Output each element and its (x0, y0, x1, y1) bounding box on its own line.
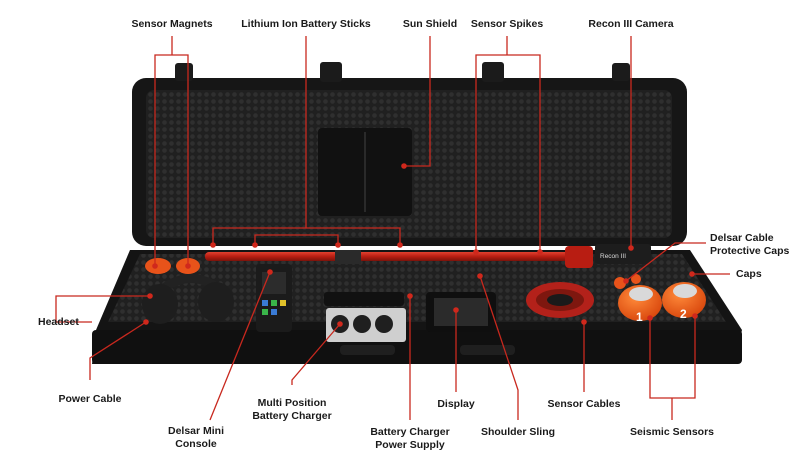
seismic-sensors-device: 1 2 (618, 282, 706, 324)
sensor-number-2: 2 (680, 307, 687, 321)
label-power-cable: Power Cable (58, 393, 122, 405)
label-caps: Caps (736, 268, 762, 280)
sensor-cables-device (526, 282, 594, 318)
mini-console (256, 264, 292, 332)
cable-protective-caps (614, 274, 641, 289)
label-seismic-sensors: Seismic Sensors (629, 426, 715, 438)
leader-sensor-spikes (475, 54, 541, 252)
leader-cable-caps (625, 242, 706, 282)
label-shoulder-sling: Shoulder Sling (480, 426, 556, 438)
leader-shoulder-sling (479, 275, 519, 420)
sun-shield (318, 128, 412, 216)
leader-headset (55, 295, 150, 323)
leader-lines (55, 36, 730, 421)
label-mini-console: Delsar Mini Console (167, 425, 225, 451)
camera-brand-label: Recon III (600, 253, 626, 260)
label-cable-caps: Delsar Cable Protective Caps (710, 232, 790, 258)
label-charger-supply: Battery Charger Power Supply (370, 426, 450, 452)
battery-charger-device (324, 292, 406, 342)
label-sensor-magnets: Sensor Magnets (131, 18, 213, 30)
label-sensor-spikes: Sensor Spikes (470, 18, 544, 30)
sensor-spikes (205, 246, 593, 268)
display-device (426, 292, 496, 332)
leader-mini-console (209, 271, 271, 421)
leader-multi-charger (291, 323, 341, 385)
sensor-number-1: 1 (636, 310, 643, 324)
leader-power-cable (89, 321, 147, 380)
leader-sun-shield (404, 36, 431, 167)
label-battery-sticks: Lithium Ion Battery Sticks (241, 18, 371, 30)
label-sensor-cables: Sensor Cables (547, 398, 621, 410)
leader-dots (143, 163, 698, 327)
label-multi-charger: Multi Position Battery Charger (252, 397, 332, 423)
label-display: Display (437, 398, 475, 410)
label-headset: Headset (38, 316, 79, 328)
label-sun-shield: Sun Shield (402, 18, 458, 30)
recon-camera: Recon III (595, 244, 651, 264)
leader-battery-sticks-b (254, 234, 339, 245)
label-recon-camera: Recon III Camera (588, 18, 674, 30)
